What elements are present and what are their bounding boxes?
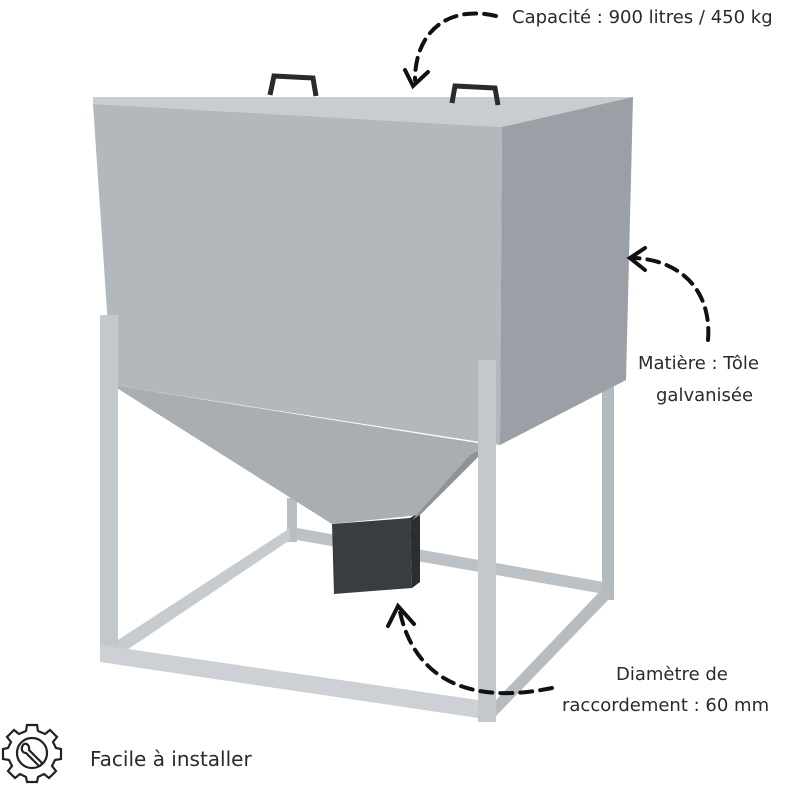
- outlet-box: [332, 518, 412, 594]
- diameter-label-line1: Diamètre de: [616, 664, 728, 685]
- feature-label: Facile à installer: [90, 747, 252, 771]
- material-label-line1: Matière : Tôle: [638, 353, 760, 374]
- lid-handle-right: [449, 83, 501, 106]
- frame-right-rail: [496, 585, 612, 716]
- outlet-box-side: [410, 512, 420, 588]
- gear-wrench-icon: [1, 723, 63, 784]
- capacity-label: Capacité : 900 litres / 450 kg: [512, 7, 773, 28]
- frame-front-left-leg: [100, 315, 118, 660]
- hopper-cone: [112, 385, 490, 524]
- material-arrow: [632, 256, 711, 342]
- hopper-cone-shade: [412, 445, 490, 520]
- frame-left-rail: [118, 528, 290, 656]
- frame-back-right-leg: [602, 330, 614, 600]
- hopper-side-face: [500, 97, 633, 445]
- frame-front-right-leg: [478, 360, 496, 722]
- lid-handle-left: [267, 73, 319, 97]
- frame-back-left-leg: [287, 498, 297, 542]
- diameter-label-line2: raccordement : 60 mm: [562, 695, 770, 716]
- material-arrowhead: [626, 246, 647, 272]
- capacity-arrowhead: [403, 68, 430, 90]
- frame-front-rail: [100, 645, 478, 718]
- diameter-arrowhead: [386, 602, 416, 628]
- material-label-line2: galvanisée: [656, 385, 754, 406]
- capacity-arrow: [413, 11, 498, 82]
- hopper-front-face: [93, 104, 502, 445]
- diameter-arrow: [398, 610, 554, 696]
